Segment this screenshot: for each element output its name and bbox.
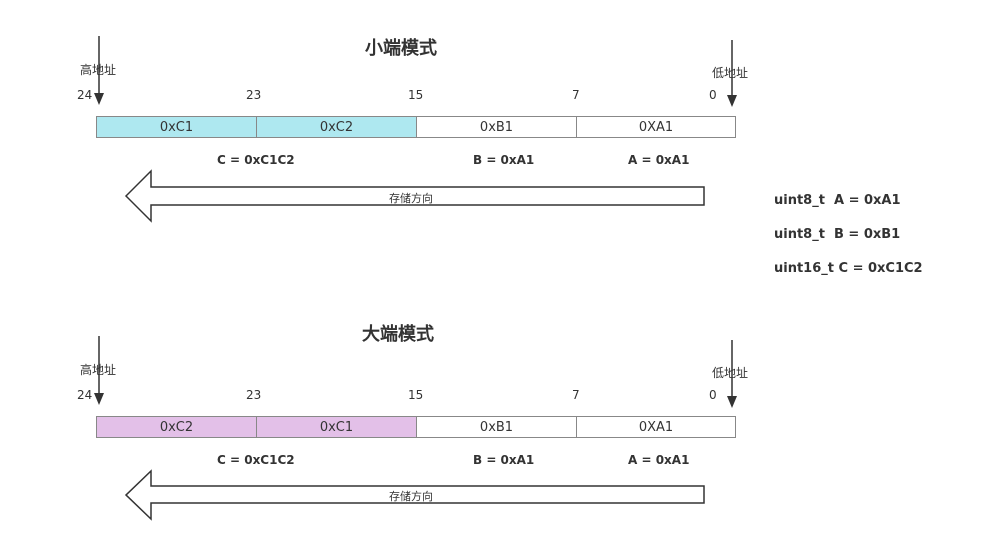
tick-23-little: 23 (246, 88, 262, 102)
memory-cell-little-1: 0xC1 (96, 116, 257, 138)
memory-cell-little-3: 0xB1 (416, 116, 577, 138)
low-address-label-little: 低地址 (712, 66, 749, 80)
value-label-c-little: C = 0xC1C2 (217, 153, 295, 167)
memory-cell-big-2: 0xC1 (256, 416, 417, 438)
low-address-label-big: 低地址 (712, 366, 749, 380)
memory-cell-big-4: 0XA1 (576, 416, 736, 438)
tick-24-big: 24 (77, 388, 93, 402)
memory-cell-little-4: 0XA1 (576, 116, 736, 138)
low-address-arrow-big (727, 340, 737, 408)
high-address-label-big: 高地址 (80, 363, 117, 377)
declaration-b: uint8_t B = 0xB1 (774, 227, 901, 242)
tick-0-big: 0 (709, 388, 717, 402)
high-address-arrow-big (94, 336, 104, 405)
storage-direction-label-big: 存储方向 (389, 490, 433, 503)
value-label-a-little: A = 0xA1 (628, 153, 690, 167)
storage-direction-arrow-big (124, 469, 705, 521)
value-label-b-little: B = 0xA1 (473, 153, 535, 167)
tick-7-big: 7 (572, 388, 580, 402)
tick-7-little: 7 (572, 88, 580, 102)
low-address-arrow-little (727, 40, 737, 107)
tick-0-little: 0 (709, 88, 717, 102)
memory-cell-big-1: 0xC2 (96, 416, 257, 438)
tick-23-big: 23 (246, 388, 262, 402)
high-address-label-little: 高地址 (80, 63, 117, 77)
high-address-arrow-little (94, 36, 104, 105)
tick-15-big: 15 (408, 388, 424, 402)
memory-cell-big-3: 0xB1 (416, 416, 577, 438)
declaration-c: uint16_t C = 0xC1C2 (774, 261, 923, 276)
tick-24-little: 24 (77, 88, 93, 102)
value-label-b-big: B = 0xA1 (473, 453, 535, 467)
value-label-c-big: C = 0xC1C2 (217, 453, 295, 467)
storage-direction-label-little: 存储方向 (389, 192, 433, 205)
little-endian-title: 小端模式 (365, 38, 437, 59)
big-endian-title: 大端模式 (362, 324, 434, 345)
value-label-a-big: A = 0xA1 (628, 453, 690, 467)
storage-direction-arrow-little (124, 169, 705, 223)
tick-15-little: 15 (408, 88, 424, 102)
declaration-a: uint8_t A = 0xA1 (774, 193, 901, 208)
memory-cell-little-2: 0xC2 (256, 116, 417, 138)
